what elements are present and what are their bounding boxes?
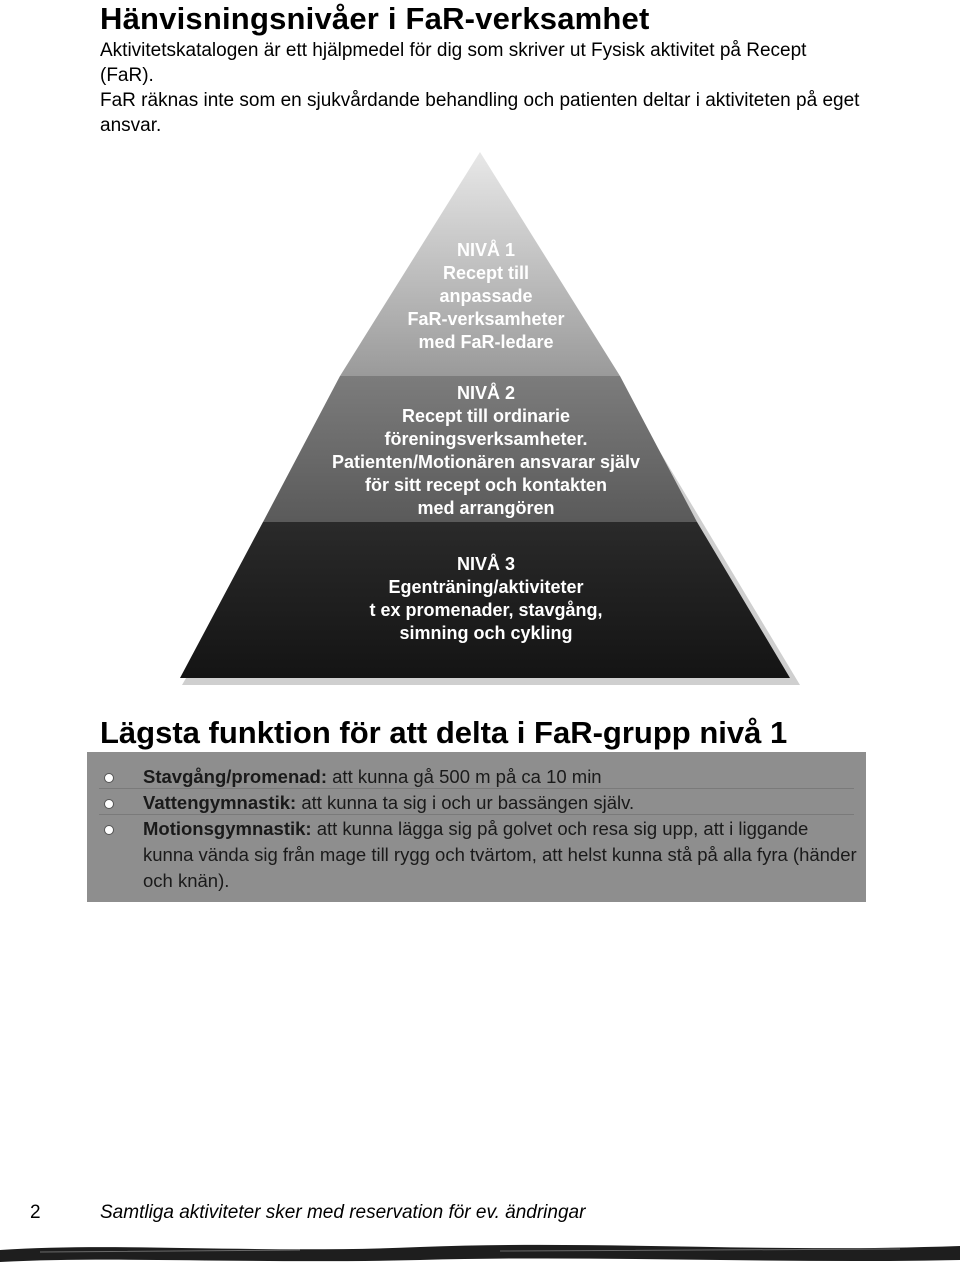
pyramid-level-3-label: simning och cykling bbox=[399, 623, 572, 643]
pyramid-level-1-label: anpassade bbox=[439, 286, 532, 306]
pyramid-level-2-label: föreningsverksamheter. bbox=[384, 429, 587, 449]
brush-stroke-divider bbox=[0, 1244, 960, 1262]
pyramid-level-1-label: Recept till bbox=[443, 263, 529, 283]
pyramid-level-3 bbox=[180, 522, 790, 678]
activity-term: Motionsgymnastik: bbox=[143, 818, 312, 839]
bullet-icon bbox=[104, 825, 114, 835]
pyramid-level-1-label: NIVÅ 1 bbox=[457, 240, 515, 260]
pyramid-level-1-label: FaR-verksamheter bbox=[407, 309, 564, 329]
row-divider bbox=[99, 814, 854, 815]
pyramid-level-2-label: för sitt recept och kontakten bbox=[365, 475, 607, 495]
pyramid-level-3-label: NIVÅ 3 bbox=[457, 554, 515, 574]
activity-requirement: att kunna gå 500 m på ca 10 min bbox=[327, 766, 602, 787]
activity-requirement: att kunna ta sig i och ur bassängen själ… bbox=[296, 792, 635, 813]
activity-term: Vattengymnastik: bbox=[143, 792, 297, 813]
list-item: Stavgång/promenad: att kunna gå 500 m på… bbox=[100, 764, 860, 790]
activity-requirement: att kunna lägga sig på golvet och resa s… bbox=[143, 818, 857, 891]
footer-note: Samtliga aktiviteter sker med reservatio… bbox=[100, 1202, 586, 1223]
pyramid-level-2 bbox=[263, 376, 697, 522]
section-title: Lägsta funktion för att delta i FaR-grup… bbox=[100, 715, 788, 750]
pyramid-level-3-label: Egenträning/aktiviteter bbox=[388, 577, 583, 597]
page-number: 2 bbox=[30, 1202, 41, 1223]
bullet-icon bbox=[104, 773, 114, 783]
pyramid-level-2-label: Patienten/Motionären ansvarar själv bbox=[332, 452, 640, 472]
pyramid-level-1 bbox=[340, 152, 620, 376]
pyramid-level-3-label: t ex promenader, stavgång, bbox=[369, 600, 602, 620]
requirements-panel bbox=[87, 752, 866, 902]
intro-paragraph-2: FaR räknas inte som en sjukvårdande beha… bbox=[100, 90, 860, 136]
activity-term: Stavgång/promenad: bbox=[143, 766, 327, 787]
pyramid-level-2-label: Recept till ordinarie bbox=[402, 406, 570, 426]
pyramid-level-2-label: med arrangören bbox=[417, 498, 554, 518]
requirements-list: Stavgång/promenad: att kunna gå 500 m på… bbox=[100, 764, 860, 894]
row-divider bbox=[99, 788, 854, 789]
list-item: Motionsgymnastik: att kunna lägga sig på… bbox=[100, 816, 860, 894]
pyramid-level-1-label: med FaR-ledare bbox=[418, 332, 553, 352]
intro-paragraph-1: Aktivitetskatalogen är ett hjälpmedel fö… bbox=[100, 40, 807, 86]
pyramid-level-2-label: NIVÅ 2 bbox=[457, 383, 515, 403]
list-item: Vattengymnastik: att kunna ta sig i och … bbox=[100, 790, 860, 816]
referral-level-pyramid: NIVÅ 1 Recept till anpassadeFaR-verksamhet… bbox=[180, 152, 800, 685]
bullet-icon bbox=[104, 799, 114, 809]
page-title: Hänvisningsnivåer i FaR-verksamhet bbox=[100, 1, 650, 36]
intro-text: Aktivitetskatalogen är ett hjälpmedel fö… bbox=[100, 38, 860, 138]
